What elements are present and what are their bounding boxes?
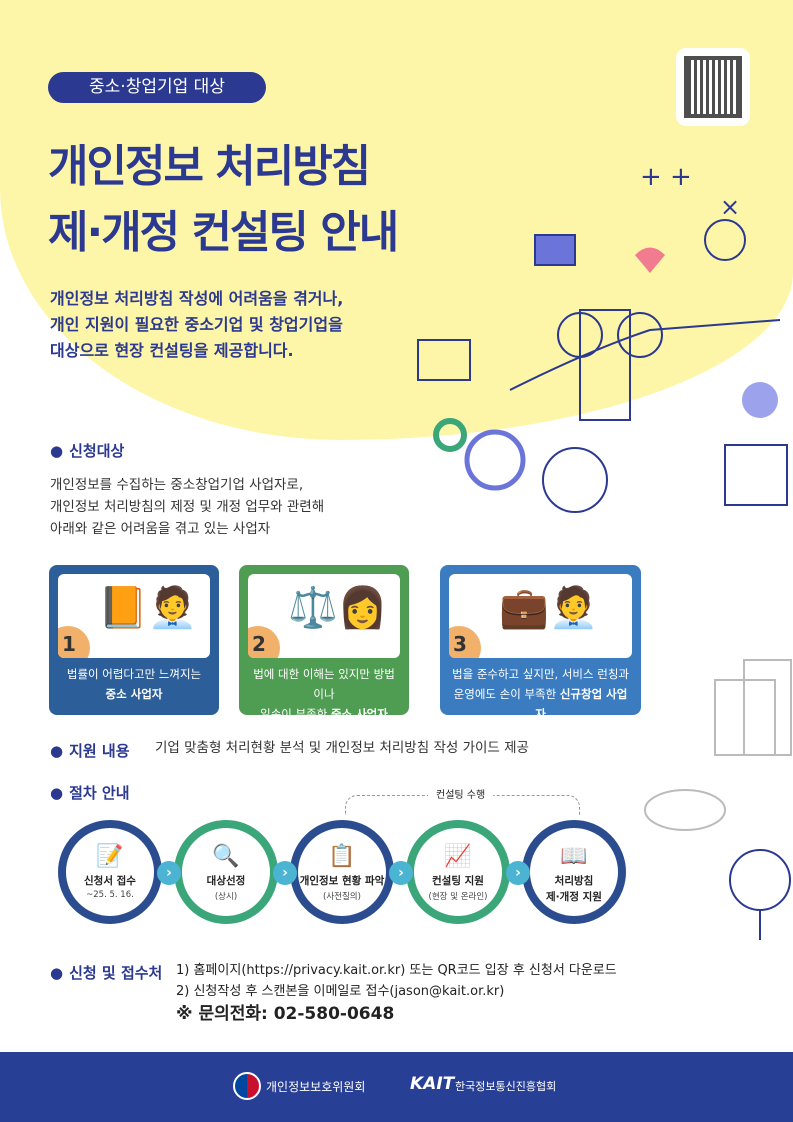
step-sub: ~25. 5. 16. bbox=[86, 890, 134, 900]
target-line: 개인정보 처리방침의 제정 및 개정 업무와 관련해 bbox=[50, 499, 325, 515]
apply-line-email: 2) 신청작성 후 스캔본을 이메일로 접수(jason@kait.or.kr) bbox=[176, 984, 505, 999]
step-label: 신청서 접수 bbox=[84, 875, 136, 887]
pipc-name: 개인정보보호위원회 bbox=[266, 1080, 366, 1094]
scale-person-icon: ⚖️👩 bbox=[288, 585, 388, 631]
page-title-line1: 개인정보 처리방침 bbox=[48, 141, 371, 192]
apply-info: 1) 홈페이지(https://privacy.kait.or.kr) 또는 Q… bbox=[176, 960, 776, 1025]
target-description: 개인정보를 수집하는 중소창업기업 사업자로, 개인정보 처리방침의 제정 및 … bbox=[50, 474, 324, 540]
step-label: 처리방침 bbox=[554, 875, 594, 887]
consulting-label: 컨설팅 수행 bbox=[428, 786, 494, 801]
pipc-logo-icon bbox=[233, 1072, 261, 1100]
form-pen-icon: 📝 bbox=[96, 844, 124, 869]
support-text: 기업 맞춤형 처리현황 분석 및 개인정보 처리방침 작성 가이드 제공 bbox=[155, 740, 529, 756]
card-number: 3 bbox=[449, 626, 481, 658]
support-heading: 지원 내용 bbox=[50, 740, 129, 761]
kait-name: 한국정보통신진흥협회 bbox=[455, 1080, 557, 1093]
step-sub: (현장 및 온라인) bbox=[428, 892, 488, 902]
briefcase-person-icon: 💼🧑‍💼 bbox=[499, 585, 599, 631]
chevron-right-icon: › bbox=[157, 861, 181, 885]
svg-text:×: × bbox=[720, 193, 740, 221]
subtitle: 개인정보 처리방침 작성에 어려움을 겪거나, 개인 지원이 필요한 중소기업 … bbox=[50, 286, 343, 364]
phone-contact: ※ 문의전화: 02-580-0648 bbox=[176, 1004, 395, 1024]
profile-search-icon: 🔍 bbox=[212, 844, 240, 869]
procedure-heading: 절차 안내 bbox=[50, 782, 129, 803]
step-1: 📝 신청서 접수 ~25. 5. 16. bbox=[58, 820, 162, 924]
card-number: 2 bbox=[248, 626, 280, 658]
kait-logo: KAIT bbox=[410, 1074, 455, 1094]
target-line: 개인정보를 수집하는 중소창업기업 사업자로, bbox=[50, 477, 304, 493]
subtitle-line: 개인 지원이 필요한 중소기업 및 창업기업을 bbox=[50, 315, 343, 334]
step-label: 컨설팅 지원 bbox=[432, 875, 484, 887]
apply-heading: 신청 및 접수처 bbox=[50, 962, 162, 983]
subtitle-line: 개인정보 처리방침 작성에 어려움을 겪거나, bbox=[50, 289, 344, 308]
checklist-icon: 📋 bbox=[328, 844, 356, 869]
card-bold-text: 중소 사업자 bbox=[330, 707, 388, 721]
card-bold-text: 중소 사업자 bbox=[105, 687, 163, 701]
step-label: 개인정보 현황 파악 bbox=[299, 875, 385, 887]
step-sub: (상시) bbox=[214, 892, 238, 902]
card-text: 일손이 부족한 bbox=[260, 707, 331, 721]
chevron-right-icon: › bbox=[506, 861, 530, 885]
step-3: 📋 개인정보 현황 파악 (사전질의) bbox=[290, 820, 394, 924]
step-sub: 제·개정 지원 bbox=[546, 891, 602, 903]
subtitle-line: 대상으로 현장 컨설팅을 제공합니다. bbox=[50, 341, 294, 360]
city-tree-illustration bbox=[644, 659, 792, 940]
target-line: 아래와 같은 어려움을 겪고 있는 사업자 bbox=[50, 521, 271, 537]
step-2: 🔍 대상선정 (상시) bbox=[174, 820, 278, 924]
consulting-illustration: + + × bbox=[417, 162, 788, 513]
card-text: 법률이 어렵다고만 느껴지는 bbox=[66, 667, 202, 681]
step-4: 📈 컨설팅 지원 (현장 및 온라인) bbox=[406, 820, 510, 924]
chevron-right-icon: › bbox=[389, 861, 413, 885]
card-number: 1 bbox=[58, 626, 90, 658]
person-book-icon: 📙🧑‍💼 bbox=[98, 585, 198, 631]
step-sub: (사전질의) bbox=[323, 892, 361, 902]
svg-text:+ +: + + bbox=[640, 162, 692, 192]
target-heading: 신청대상 bbox=[50, 440, 124, 461]
card-text: 법을 준수하고 싶지만, 서비스 런칭과 bbox=[452, 667, 629, 681]
target-badge: 중소·창업기업 대상 bbox=[48, 72, 266, 103]
card-bold-text: 신규창업 사업자 bbox=[535, 687, 628, 721]
qr-code[interactable] bbox=[676, 48, 750, 126]
footer: 개인정보보호위원회 KAIT 한국정보통신진흥협회 bbox=[0, 1052, 793, 1122]
chevron-right-icon: › bbox=[273, 861, 297, 885]
step-label: 대상선정 bbox=[206, 875, 246, 887]
card-text: 운영에도 손이 부족한 bbox=[453, 687, 560, 701]
presentation-board-icon: 📈 bbox=[444, 844, 472, 869]
open-book-icon: 📖 bbox=[560, 844, 588, 869]
card-text: 법에 대한 이해는 있지만 방법이나 bbox=[253, 667, 395, 701]
page-title-line2: 제·개정 컨설팅 안내 bbox=[48, 207, 399, 258]
apply-line-homepage: 1) 홈페이지(https://privacy.kait.or.kr) 또는 Q… bbox=[176, 963, 617, 978]
